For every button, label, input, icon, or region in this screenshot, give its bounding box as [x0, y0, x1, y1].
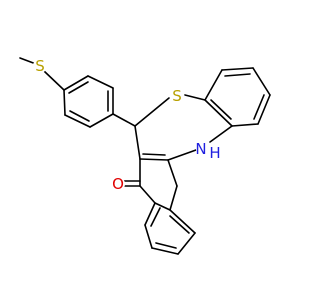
bond-bz-6-5-inner: [224, 73, 251, 77]
bond-layer: [19, 57, 271, 255]
bond-co-c4b: [139, 185, 156, 204]
bond-c11-n: [167, 149, 197, 161]
atom-label-layer: S S N H O: [33, 57, 221, 193]
bond-ib-6-5: [144, 224, 153, 249]
bond-s-benz: [184, 94, 206, 101]
atom-sulfur-methylthio: S: [35, 57, 45, 75]
bond-c10-c11-inner: [142, 153, 166, 156]
bond-ib-4-3: [177, 232, 196, 255]
bond-ib-5-4: [151, 247, 179, 255]
bond-ib-3-2: [169, 209, 196, 234]
bond-ph-1-2: [63, 75, 89, 91]
bond-bz-1-2-inner: [210, 99, 232, 120]
bond-bz-4-3-inner: [253, 94, 265, 120]
bond-ph-5-6: [64, 114, 91, 128]
atom-sulfur-ring: S: [172, 87, 182, 105]
bond-bz-3-2: [231, 123, 259, 127]
bond-bz-6-5: [221, 67, 254, 71]
molecule-structure-diagram: S S N H O: [19, 57, 271, 255]
bond-ib-1-2: [154, 202, 171, 211]
bond-ib-1-6-inner: [150, 207, 161, 227]
bond-c11a-c4a: [169, 185, 178, 211]
atom-nitrogen-hydrogen: H: [209, 144, 220, 162]
bond-ib-3-2-inner: [169, 215, 190, 234]
bond-ch-s: [134, 97, 170, 127]
bond-bz-1-2: [204, 99, 233, 127]
bond-c11-c11a: [167, 159, 178, 187]
bond-c10-c11: [139, 158, 169, 161]
bond-bz-4-3: [257, 94, 271, 125]
bond-aryl-ch: [112, 113, 136, 127]
bond-n-benz: [209, 125, 233, 143]
bond-ph-4-5: [89, 113, 114, 128]
bond-ph-6-1: [63, 89, 66, 116]
bond-ph-2-3: [87, 75, 114, 89]
bond-bz-5-4: [252, 67, 271, 96]
bond-ph-1-2-inner: [68, 81, 89, 94]
bond-ch-c10: [134, 125, 141, 160]
bond-bz-1-6: [204, 69, 223, 101]
bond-ib-1-6: [144, 202, 156, 226]
atom-nitrogen: N: [195, 140, 206, 158]
bond-ib-5-4-inner: [155, 242, 177, 249]
bond-methyl-s: [19, 57, 37, 65]
bond-ph-5-6-inner: [69, 110, 90, 122]
atom-oxygen: O: [112, 175, 124, 193]
bond-s-aryl: [43, 70, 65, 91]
